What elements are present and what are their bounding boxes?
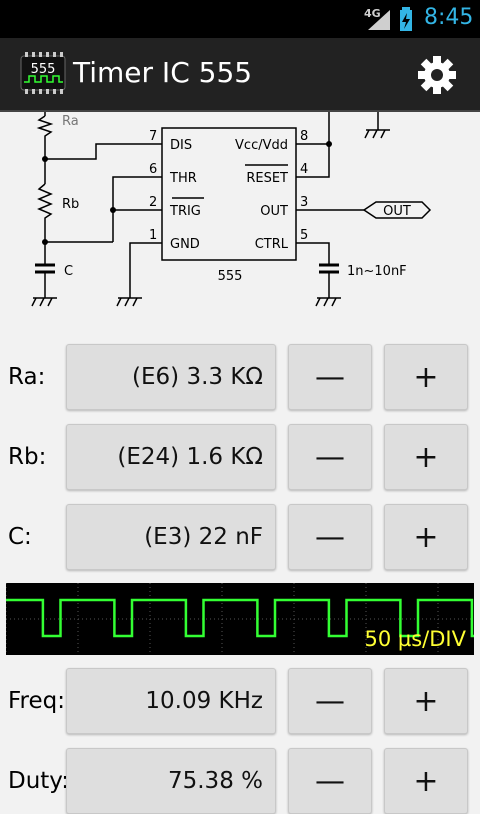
waveform-plot (5, 583, 480, 655)
pin-5: 5 (300, 228, 308, 243)
rb-plus-button[interactable]: + (384, 424, 468, 490)
label-out: OUT (260, 204, 288, 219)
label-trig: TRIG (169, 204, 201, 219)
network-type: 4G (364, 7, 381, 20)
c-value-button[interactable]: (E3) 22 nF (66, 504, 276, 570)
rb-label: Rb: (8, 444, 47, 470)
signal-icon (368, 10, 390, 30)
duty-plus-button[interactable]: + (384, 748, 468, 814)
waveform-trace (6, 598, 480, 638)
ctrl-cap-label: 1n~10nF (347, 264, 407, 279)
duty-label: Duty: (8, 768, 69, 794)
duty-minus-button[interactable]: — (288, 748, 372, 814)
c-plus-button[interactable]: + (384, 504, 468, 570)
battery-icon (400, 7, 412, 31)
duty-value-button[interactable]: 75.38 % (66, 748, 276, 814)
pin-6: 6 (149, 162, 157, 177)
action-bar: 555 Timer IC 555 (0, 38, 480, 112)
label-gnd: GND (170, 237, 200, 252)
rb-minus-button[interactable]: — (288, 424, 372, 490)
pin-3: 3 (300, 195, 308, 210)
chip-name: 555 (218, 269, 243, 284)
app-icon-label: 555 (31, 62, 56, 77)
pin-7: 7 (149, 129, 157, 144)
pin-1: 1 (149, 228, 157, 243)
label-thr: THR (169, 171, 197, 186)
rb-value-button[interactable]: (E24) 1.6 KΩ (66, 424, 276, 490)
label-ra: Ra (62, 114, 79, 129)
label-rb: Rb (62, 197, 79, 212)
c-minus-button[interactable]: — (288, 504, 372, 570)
pin-8: 8 (300, 129, 308, 144)
status-bar: 4G 8:45 (0, 0, 480, 38)
app-icon: 555 (20, 52, 66, 94)
circuit-schematic: Ra Rb C 7 6 2 1 8 4 3 5 DIS THR TRIG GND… (31, 112, 432, 307)
ra-minus-button[interactable]: — (288, 344, 372, 410)
pin-2: 2 (149, 195, 157, 210)
clock: 8:45 (424, 5, 474, 30)
label-ctrl: CTRL (255, 237, 289, 252)
app-title: Timer IC 555 (73, 56, 253, 89)
c-label: C: (8, 524, 32, 550)
freq-label: Freq: (8, 688, 66, 714)
label-dis: DIS (170, 138, 192, 153)
gear-icon[interactable] (414, 52, 460, 98)
freq-plus-button[interactable]: + (384, 668, 468, 734)
freq-value-button[interactable]: 10.09 KHz (66, 668, 276, 734)
timebase-label: 50 µs/DIV (364, 627, 466, 651)
ra-plus-button[interactable]: + (384, 344, 468, 410)
label-c: C (64, 264, 73, 279)
label-reset: RESET (246, 171, 288, 186)
oscilloscope-display: 50 µs/DIV (5, 583, 480, 655)
pin-4: 4 (300, 162, 308, 177)
freq-minus-button[interactable]: — (288, 668, 372, 734)
out-tag: OUT (383, 204, 411, 219)
label-vcc: Vcc/Vdd (235, 138, 288, 153)
ra-label: Ra: (8, 364, 46, 390)
ra-value-button[interactable]: (E6) 3.3 KΩ (66, 344, 276, 410)
